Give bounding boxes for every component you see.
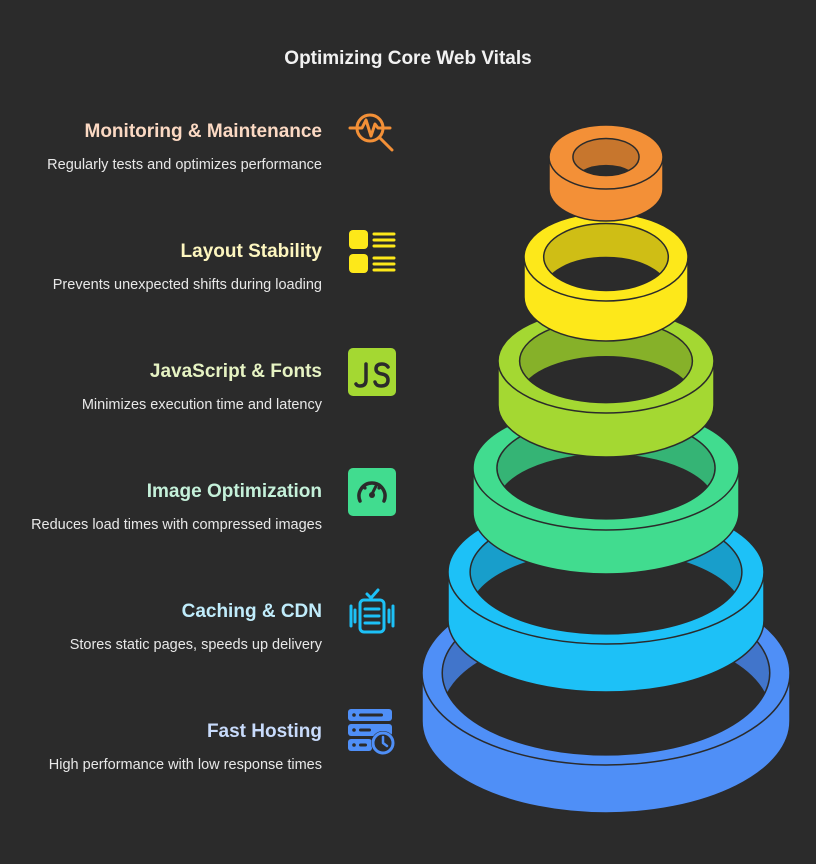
level-layout: Layout Stability Prevents unexpected shi… [20,240,322,295]
level-title: Fast Hosting [206,721,322,742]
level-description: Regularly tests and optimizes performanc… [47,157,322,173]
ring-2 [497,308,715,458]
cache-chip-icon [348,588,396,636]
level-description: Stores static pages, speeds up delivery [69,637,322,653]
server-clock-icon [348,708,396,756]
level-image: Image Optimization Reduces load times wi… [20,480,322,535]
level-description: Minimizes execution time and latency [81,397,322,413]
level-title: JavaScript & Fonts [149,361,322,382]
ring-0 [548,124,664,222]
level-title: Monitoring & Maintenance [84,121,323,142]
javascript-icon [348,348,396,396]
speedometer-icon [348,468,396,516]
level-description: High performance with low response times [48,757,322,773]
ring-1 [523,212,689,342]
monitoring-magnifier-icon [348,108,396,156]
level-title: Layout Stability [180,241,322,262]
level-caching: Caching & CDN Stores static pages, speed… [20,600,322,655]
layout-list-icon [348,228,396,276]
level-title: Caching & CDN [181,601,322,622]
level-hosting: Fast Hosting High performance with low r… [20,720,322,775]
level-title: Image Optimization [146,481,322,502]
level-description: Reduces load times with compressed image… [31,517,322,533]
level-description: Prevents unexpected shifts during loadin… [52,277,322,293]
level-monitoring: Monitoring & Maintenance Regularly tests… [20,120,322,175]
level-javascript: JavaScript & Fonts Minimizes execution t… [20,360,322,415]
diagram-title: Optimizing Core Web Vitals [284,48,532,69]
